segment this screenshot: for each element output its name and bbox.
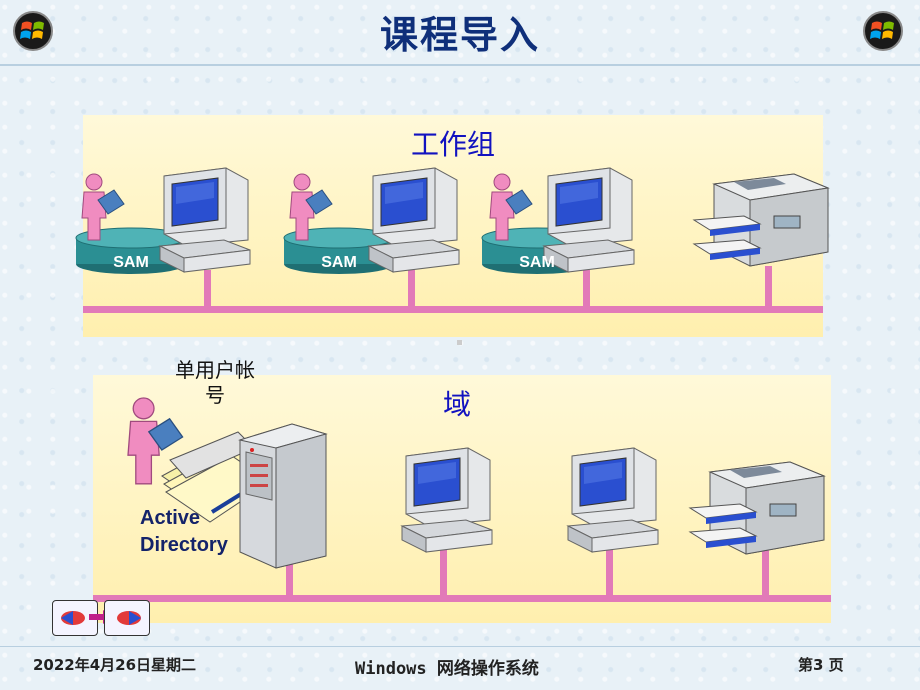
- ad-label-line2: Directory: [140, 534, 228, 556]
- prev-slide-icon: [61, 611, 85, 625]
- next-slide-icon: [117, 611, 141, 625]
- printer-icon: [693, 173, 829, 267]
- footer-date: 2022年4月26日星期二: [33, 656, 197, 674]
- footer-divider: [0, 646, 920, 647]
- domain-network: [93, 397, 831, 602]
- windows-logo-icon: [863, 11, 903, 51]
- next-slide-button[interactable]: [104, 600, 150, 636]
- header-divider: [0, 64, 920, 66]
- computer-icon: [368, 167, 460, 273]
- computer-icon: [159, 167, 251, 273]
- domain-title: 域: [443, 388, 472, 421]
- ad-label-line1: Active: [140, 507, 201, 529]
- slide-header: 课程导入: [0, 0, 920, 64]
- workgroup-title: 工作组: [410, 128, 495, 161]
- computer-icon: [543, 167, 635, 273]
- footer-page-number: 第3 页: [798, 656, 844, 674]
- footer-course: Windows 网络操作系统: [355, 659, 539, 679]
- computer-icon: [567, 447, 659, 553]
- active-directory-label: Active Directory: [140, 505, 228, 559]
- sam-label: SAM: [113, 254, 149, 271]
- windows-logo-icon: [13, 11, 53, 51]
- sam-label: SAM: [321, 254, 357, 271]
- sam-label: SAM: [519, 254, 555, 271]
- divider-marker: [457, 340, 462, 345]
- server-icon: [238, 423, 328, 569]
- printer-icon: [689, 461, 825, 555]
- page-title: 课程导入: [379, 13, 540, 57]
- previous-slide-button[interactable]: [52, 600, 98, 636]
- single-account-label: 单用户帐号: [175, 358, 255, 407]
- workgroup-network: [75, 167, 829, 313]
- computer-icon: [401, 447, 493, 553]
